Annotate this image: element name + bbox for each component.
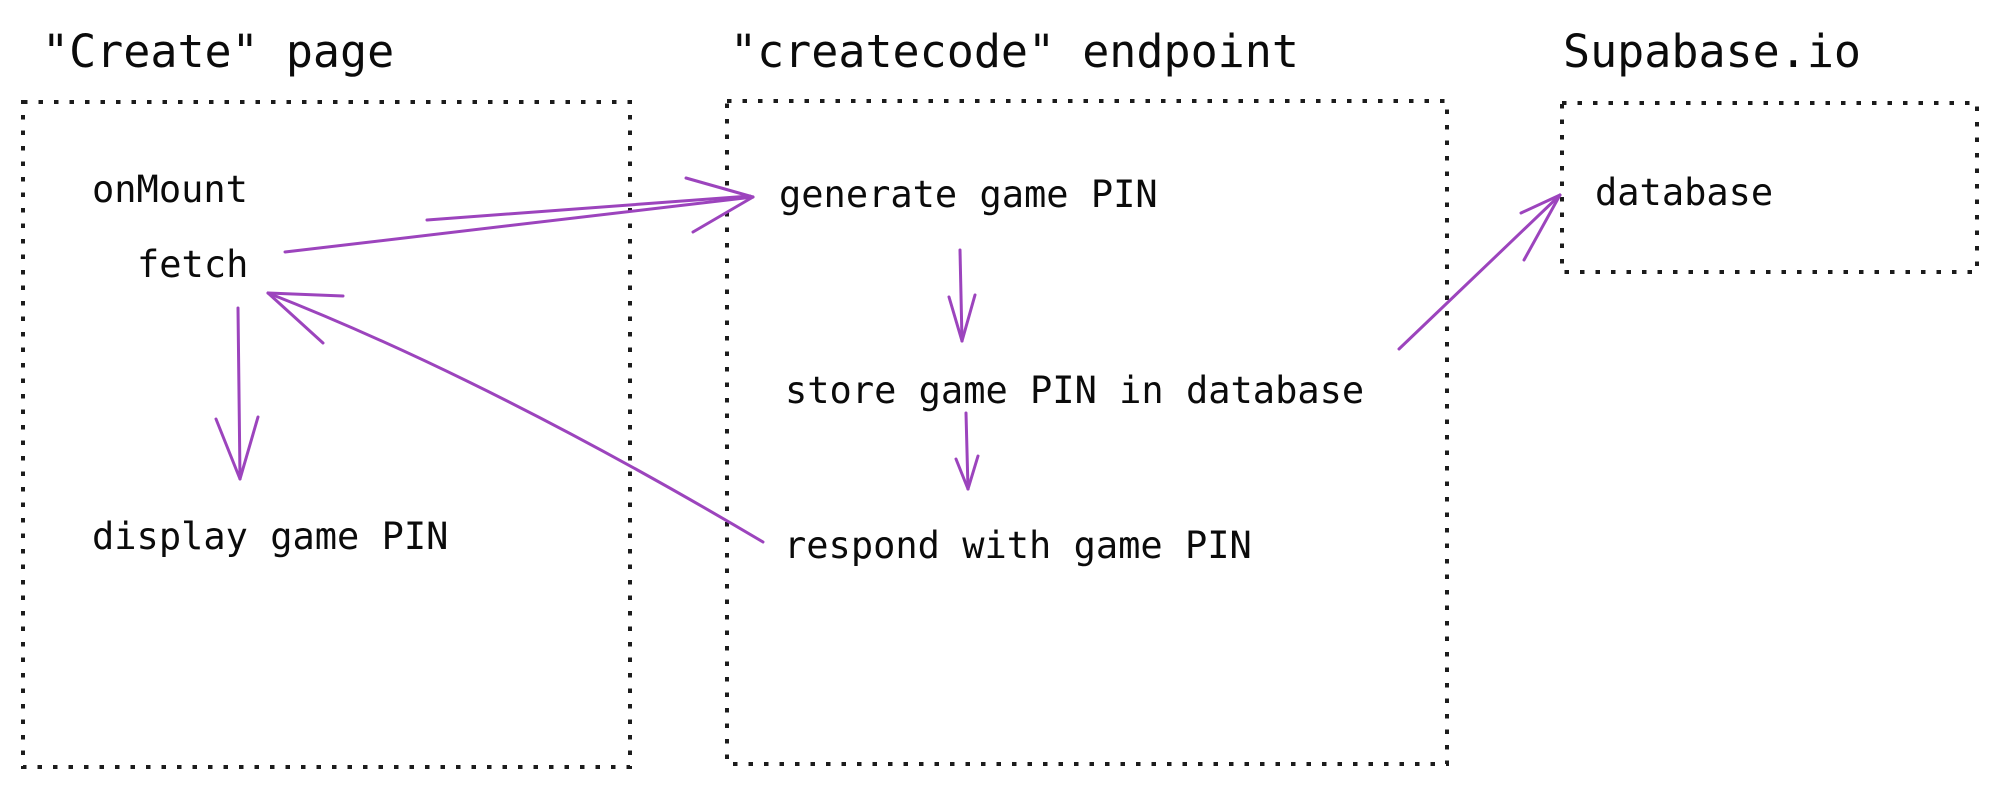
node-fetch: fetch <box>137 243 249 286</box>
node-respond-game-pin: respond with game PIN <box>784 524 1252 567</box>
arrow-store-to-respond <box>954 411 980 491</box>
createcode-endpoint-box <box>725 99 1449 766</box>
arrow-fetch-to-generate <box>283 176 755 254</box>
supabase-database-box <box>1560 101 1979 274</box>
createcode-endpoint-title: "createcode" endpoint <box>730 25 1299 78</box>
node-display-game-pin: display game PIN <box>92 515 449 558</box>
node-store-game-pin: store game PIN in database <box>785 369 1365 412</box>
node-generate-game-pin: generate game PIN <box>779 173 1158 216</box>
supabase-title: Supabase.io <box>1563 25 1862 78</box>
arrow-generate-to-store <box>947 248 977 343</box>
arrow-store-to-database <box>1397 193 1562 351</box>
create-page-title: "Create" page <box>42 25 395 78</box>
arrow-respond-to-fetch <box>266 291 765 544</box>
node-onmount: onMount <box>92 168 248 211</box>
node-database: database <box>1595 171 1774 214</box>
arrow-fetch-to-display <box>214 306 260 481</box>
